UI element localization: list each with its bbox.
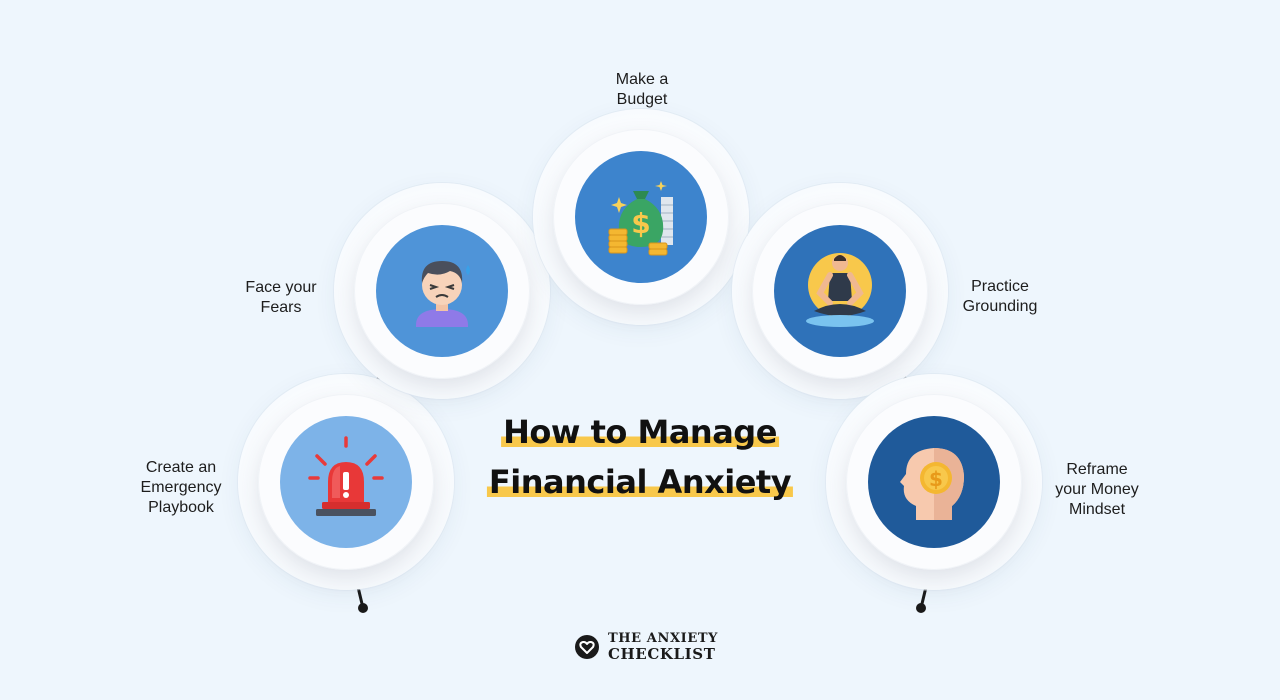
step-ring [354,203,530,379]
step-disc: $ [868,416,1000,548]
money-bag-icon: $ [608,181,673,256]
step-label-budget: Make a Budget [615,71,669,108]
connector-end-dot [916,603,926,613]
brand-text: THE ANXIETY CHECKLIST [608,631,718,663]
step-ring [258,394,434,570]
step-label-emergency: Create an Emergency Playbook [140,459,222,516]
connector-start-dot [358,603,368,613]
step-ring: $ [553,129,729,305]
svg-text:$: $ [929,467,943,491]
brand-line-1: THE ANXIETY [608,631,718,646]
step-disc [376,225,508,357]
alarm-siren-icon [308,436,384,516]
heart-badge-icon [575,635,599,659]
title-text-1: How to Manage [501,413,779,451]
step-node-fears [334,183,550,399]
step-node-reframe: $ [826,374,1042,590]
step-disc [774,225,906,357]
step-ring: $ [846,394,1022,570]
brand-logo: THE ANXIETY CHECKLIST [574,632,718,662]
title-line-2: Financial Anxiety [486,462,794,502]
step-disc: $ [575,151,707,283]
brand-line-2: CHECKLIST [608,645,716,663]
step-label-grounding: Practice Grounding [962,278,1038,315]
step-label-reframe: Reframe your Money Mindset [1055,461,1139,518]
title-text-2: Financial Anxiety [486,463,794,501]
title-line-1: How to Manage [501,412,779,452]
step-node-emergency [238,374,454,590]
meditation-icon [806,253,874,327]
svg-text:$: $ [631,207,650,240]
step-ring [752,203,928,379]
step-node-grounding [732,183,948,399]
step-label-fears: Face your Fears [245,279,317,316]
worried-person-icon [416,261,470,327]
head-coin-icon: $ [900,448,964,520]
step-node-budget: $ [533,109,749,325]
step-disc [280,416,412,548]
